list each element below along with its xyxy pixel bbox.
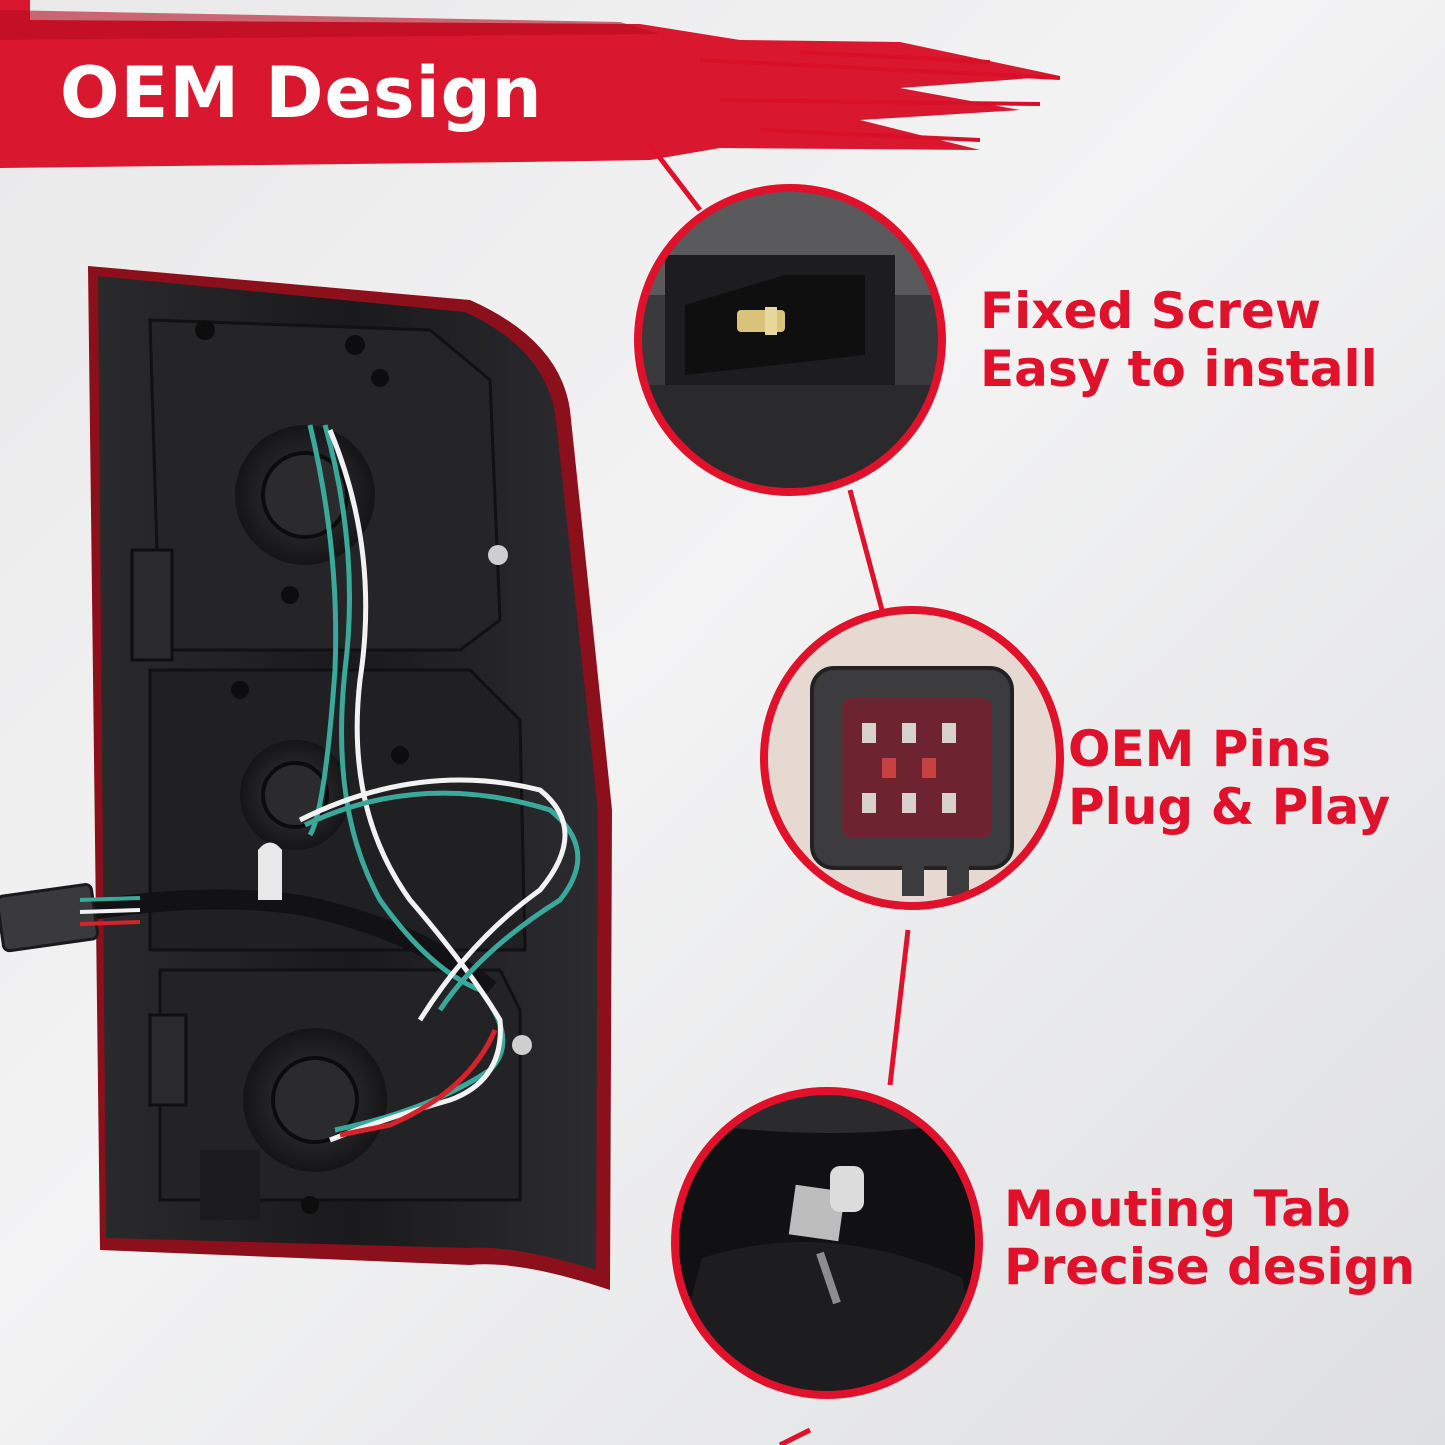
callout-fixed-screw-line1: Fixed Screw	[980, 282, 1322, 340]
oem-pins-detail-circle	[760, 606, 1064, 910]
fixed-screw-detail-circle	[634, 184, 946, 496]
brush-banner	[0, 0, 1061, 168]
callout-fixed-screw-line2: Easy to install	[980, 340, 1378, 398]
callout-mounting-tab-line1: Mouting Tab	[1004, 1180, 1351, 1238]
callout-oem-pins: OEM Pins Plug & Play	[1068, 720, 1390, 836]
tail-light-product	[0, 266, 612, 1290]
callout-mounting-tab-line2: Precise design	[1004, 1238, 1416, 1296]
connector-plug-icon	[810, 666, 1014, 896]
callout-fixed-screw: Fixed Screw Easy to install	[980, 282, 1378, 398]
screw-icon	[737, 307, 785, 335]
mounting-stud-icon	[788, 1166, 864, 1305]
callout-mounting-tab: Mouting Tab Precise design	[1004, 1180, 1415, 1296]
callout-oem-pins-line1: OEM Pins	[1068, 720, 1331, 778]
mounting-tab-detail-circle	[671, 1087, 983, 1399]
banner-title: OEM Design	[60, 52, 543, 134]
callout-oem-pins-line2: Plug & Play	[1068, 778, 1391, 836]
